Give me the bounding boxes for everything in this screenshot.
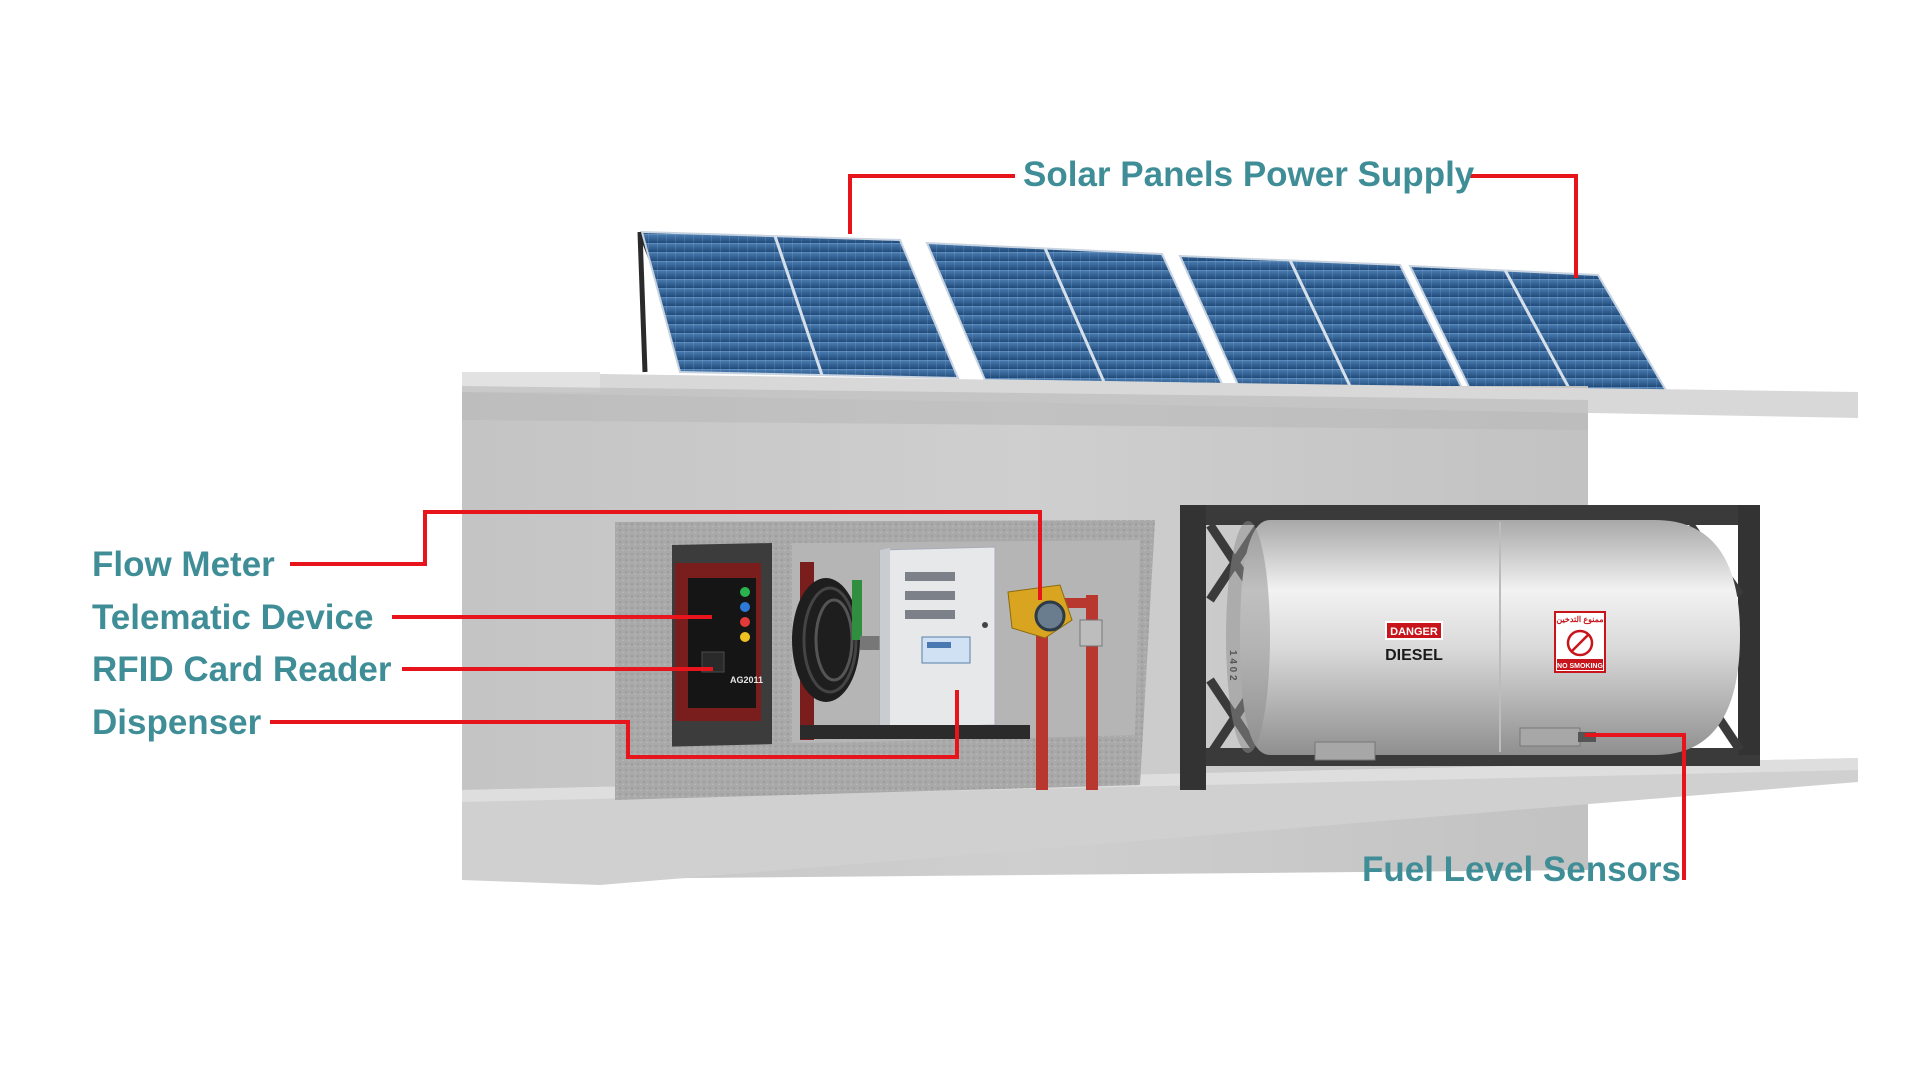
hose-reel — [792, 562, 890, 740]
leader-line-solar-left — [848, 174, 1015, 234]
dispenser-label: Dispenser — [92, 703, 262, 742]
danger-sign-label: DANGER — [1390, 626, 1438, 638]
solar-panel — [640, 230, 960, 380]
diesel-tank: 1 4 0 2 DANGER DIESEL ممنوع التدخين NO S… — [1180, 505, 1760, 790]
telematic-model-label: AG2011 — [730, 675, 763, 685]
danger-sign: DANGER DIESEL — [1385, 621, 1443, 664]
flow-meter — [1007, 584, 1103, 790]
telematic-device: AG2011 — [675, 563, 763, 721]
leader-line-solar-right — [1470, 174, 1578, 278]
tank-code-label: 1 4 0 2 — [1227, 650, 1238, 681]
leader-line-dispenser — [270, 690, 959, 759]
no-smoking-arabic-label: ممنوع التدخين — [1556, 615, 1603, 625]
solar-panel — [1408, 264, 1669, 394]
leader-line-fuel-sensor — [1585, 733, 1686, 880]
solar-panel — [925, 241, 1224, 386]
leader-line-flow-meter — [290, 510, 1042, 600]
solar-panel-array — [637, 230, 1669, 394]
no-smoking-sign: ممنوع التدخين NO SMOKING — [1554, 611, 1606, 673]
telematic-device-label: Telematic Device — [92, 598, 374, 637]
fuel-level-sensors-label: Fuel Level Sensors — [1362, 850, 1682, 889]
flow-meter-label: Flow Meter — [92, 545, 275, 584]
fuel-dispenser — [800, 546, 1030, 739]
leader-lines — [270, 174, 1686, 880]
no-smoking-english-label: NO SMOKING — [1557, 663, 1603, 670]
diesel-label: DIESEL — [1385, 647, 1443, 664]
rfid-card-reader-label: RFID Card Reader — [92, 650, 392, 689]
solar-panels-label: Solar Panels Power Supply — [1023, 155, 1475, 194]
